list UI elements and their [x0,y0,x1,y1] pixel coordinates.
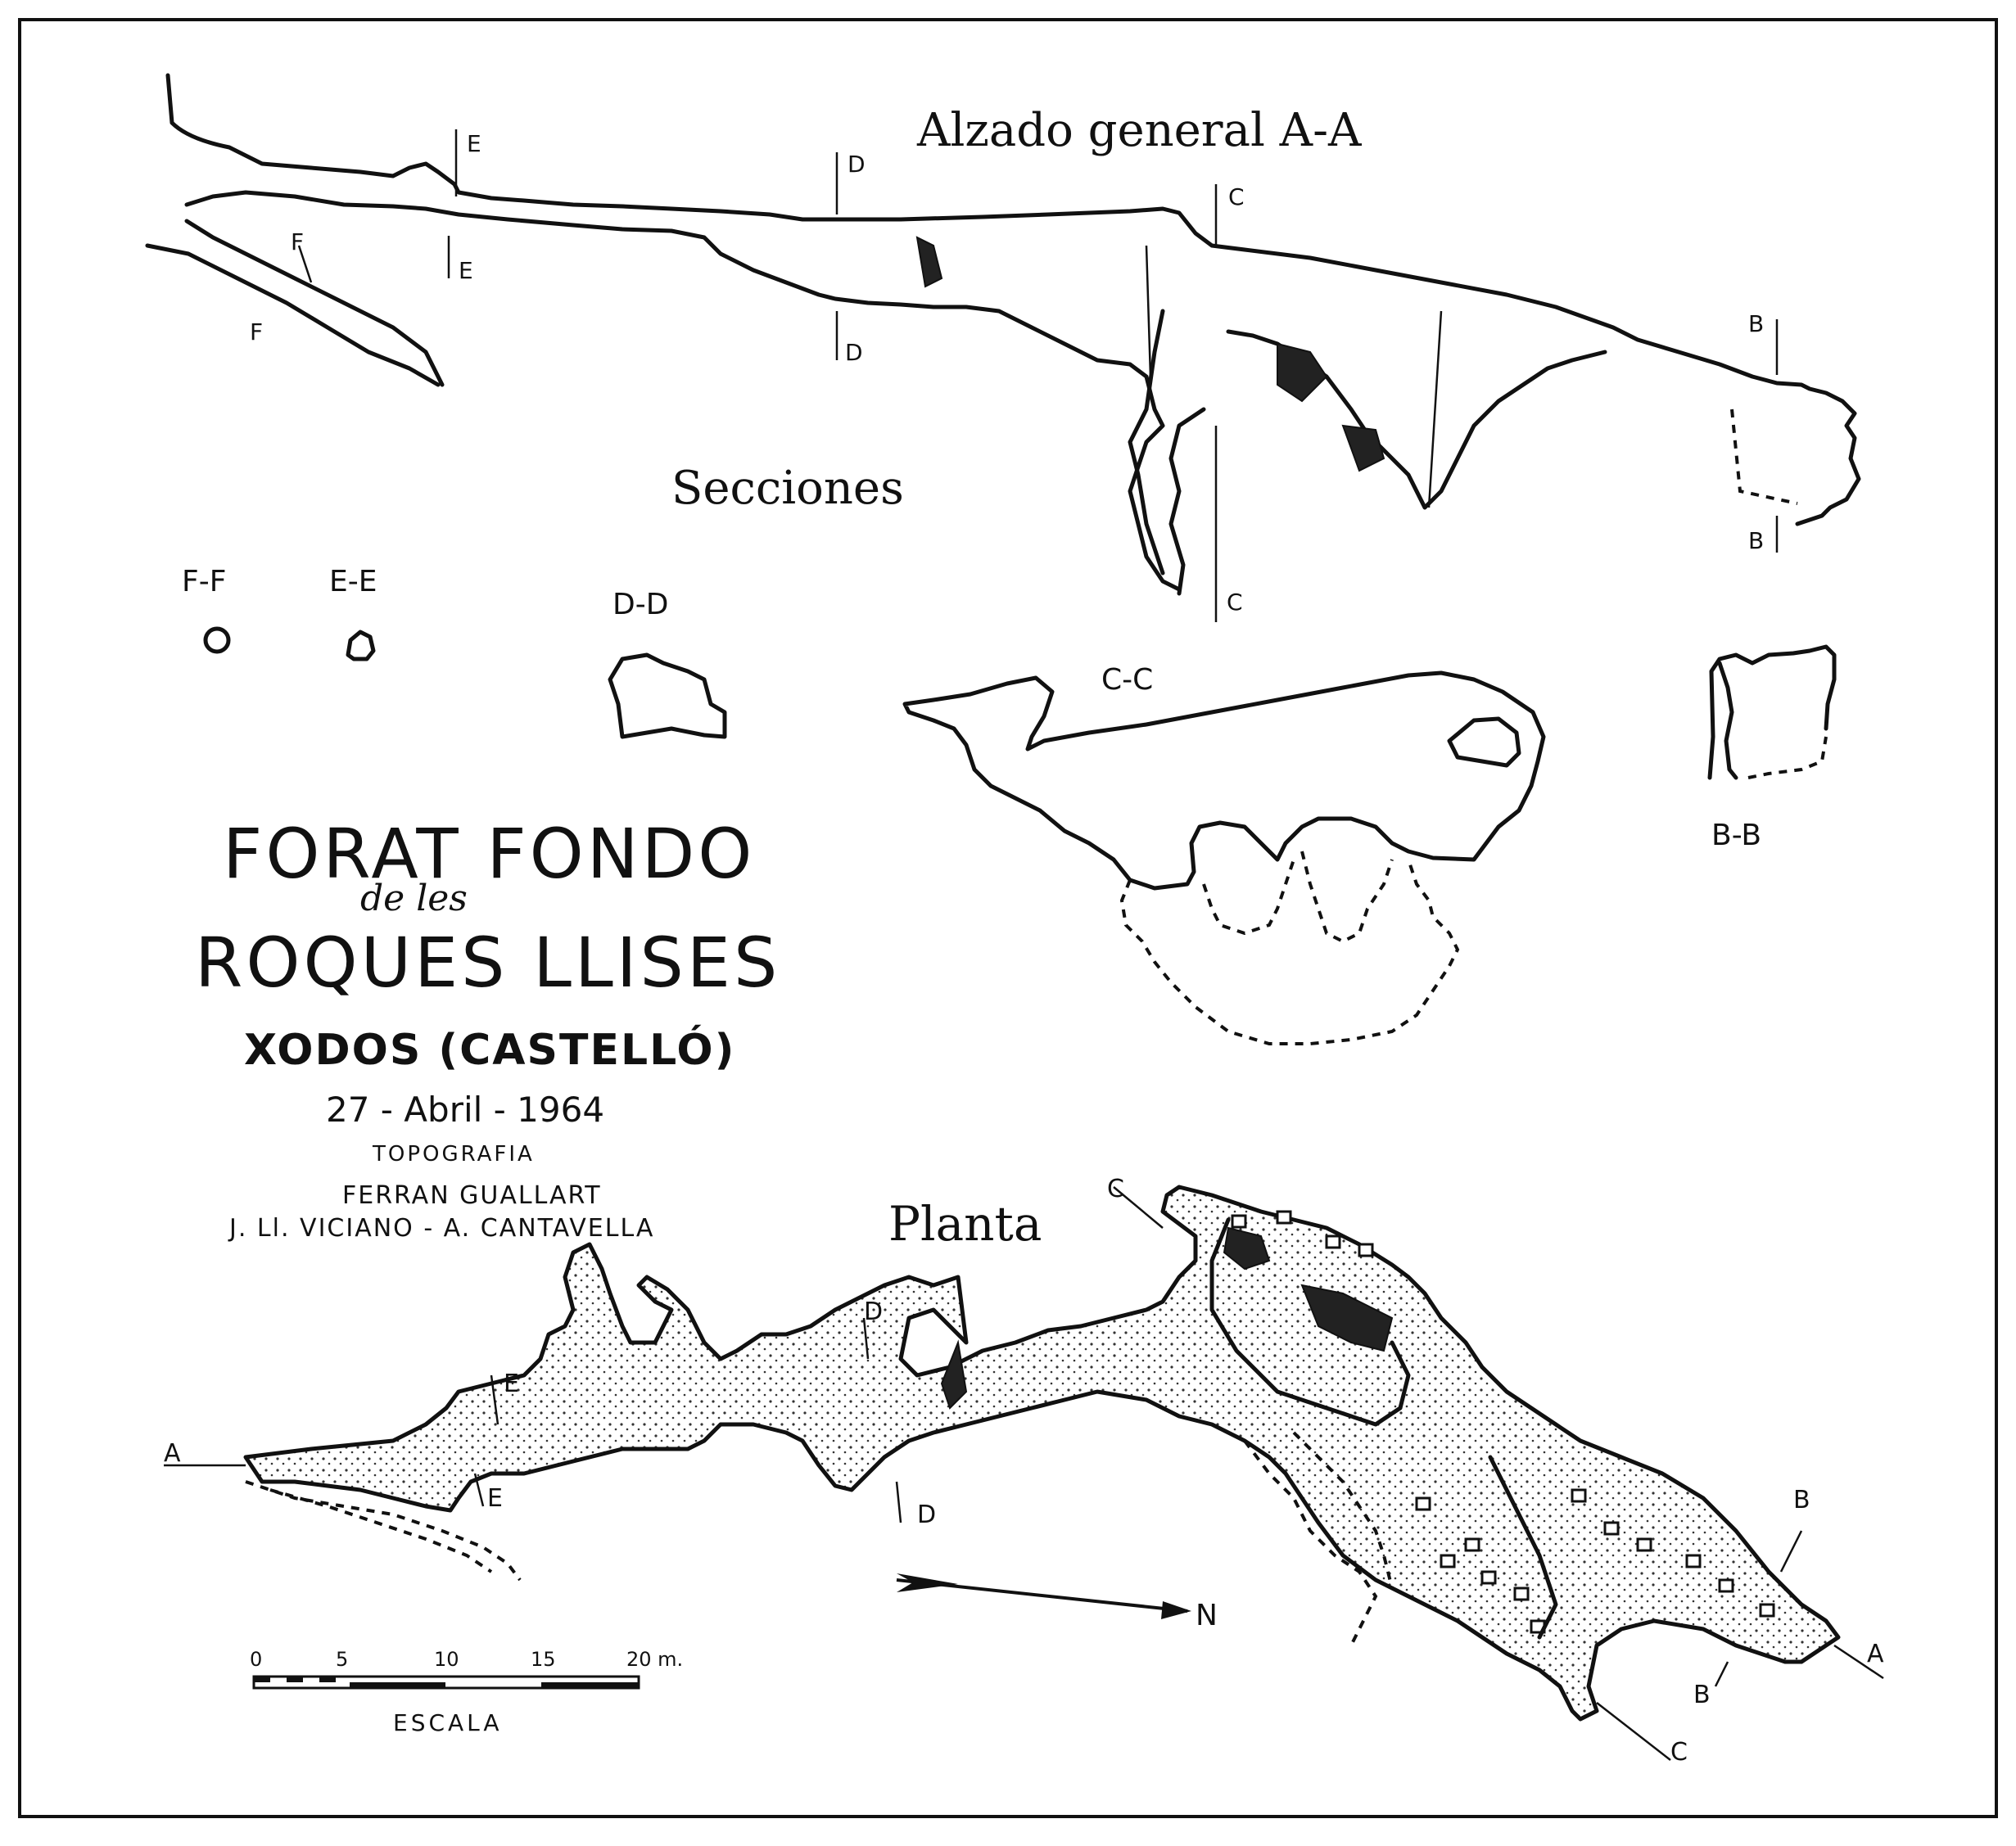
north-arrow-icon: N [896,1573,1218,1632]
map-frame [18,18,1998,1818]
svg-text:A: A [164,1439,181,1468]
svg-text:10: 10 [434,1648,459,1671]
elevation-shaft-2 [1168,407,1206,596]
svg-text:E: E [487,1484,503,1513]
svg-text:B: B [1748,527,1764,554]
svg-text:15: 15 [531,1648,556,1671]
section-cc-label: C-C [1101,663,1153,697]
svg-text:E: E [467,130,481,157]
svg-text:A: A [1867,1640,1884,1668]
elevation-rock-2 [1341,424,1385,472]
elevation-floor [184,190,1182,592]
svg-text:C: C [1670,1738,1688,1767]
plan-dashed-middle [1243,1439,1378,1646]
elevation-rock-3 [915,236,943,288]
svg-text:D: D [917,1501,936,1529]
cut-marks-plan: A A C C D D E E B B [164,1175,1884,1767]
svg-text:B: B [1693,1681,1711,1709]
cave-name-line1: FORAT FONDO [223,814,755,894]
sections-title: Secciones [671,462,904,515]
section-ee-label: E-E [329,565,377,598]
elevation-ceiling [165,73,1861,526]
section-bb: B-B [1707,644,1837,852]
svg-text:E: E [459,257,473,284]
svg-text:B: B [1793,1486,1810,1514]
svg-text:D: D [845,339,863,366]
section-dd-label: D-D [612,588,668,621]
cut-marks-elevation: E E D D C C B B F F [250,129,1779,622]
scale-label: ESCALA [393,1709,503,1736]
svg-text:C: C [1228,183,1245,210]
north-label: N [1196,1599,1218,1632]
svg-text:F: F [250,318,263,345]
svg-text:20 m.: 20 m. [626,1648,683,1671]
elevation-title: Alzado general A-A [916,104,1362,157]
plan-view [243,1185,1841,1722]
survey-date: 27 - Abril - 1964 [326,1090,604,1130]
elevation-lower-passage [184,219,445,387]
section-cc: C-C [902,663,1546,1045]
surveyor-1: FERRAN GUALLART [342,1181,602,1210]
plan-rock-2 [1300,1284,1394,1352]
plan-boulders [1231,1210,1775,1634]
section-ff-label: F-F [182,565,226,598]
topography-label: TOPOGRAFIA [372,1142,535,1167]
section-dd: D-D [608,588,727,739]
plan-rock-1 [1223,1226,1271,1271]
elevation-b-dashed [1730,408,1798,505]
svg-text:D: D [848,151,866,178]
plan-rock-3 [940,1339,968,1410]
cave-name-line3: ROQUES LLISES [195,923,780,1003]
svg-text:C: C [1227,589,1243,616]
section-bb-label: B-B [1711,819,1761,852]
plan-dashed-lower [245,1480,522,1582]
cave-name-line2: de les [360,878,468,919]
svg-text:E: E [504,1370,519,1398]
svg-text:D: D [864,1298,883,1326]
scale-bar: 0 5 10 15 20 m. ESCALA [250,1648,683,1736]
surveyors-2: J. Ll. VICIANO - A. CANTAVELLA [228,1214,654,1243]
elevation-rock-1 [1277,342,1328,403]
elevation-shaft [1128,309,1165,575]
cave-location: XODOS (CASTELLÓ) [244,1024,735,1075]
plan-chamber-divider [1209,1217,1411,1427]
svg-text:F: F [291,228,304,255]
elevation-divide-2 [1427,310,1443,508]
svg-text:0: 0 [250,1648,262,1671]
svg-text:B: B [1748,310,1764,337]
elevation-lower-passage-2 [145,243,441,387]
plan-title: Planta [888,1196,1042,1252]
section-ee: E-E [329,565,377,661]
section-ff: F-F [182,565,231,654]
elevation-profile: Alzado general A-A E E D D C [145,73,1861,622]
svg-text:C: C [1107,1175,1124,1203]
plan-passage [243,1185,1841,1722]
section-cc-dashed [1119,859,1460,1045]
elevation-divide-1 [1145,245,1152,377]
title-block: FORAT FONDO de les ROQUES LLISES XODOS (… [195,814,780,1243]
svg-text:5: 5 [336,1648,348,1671]
